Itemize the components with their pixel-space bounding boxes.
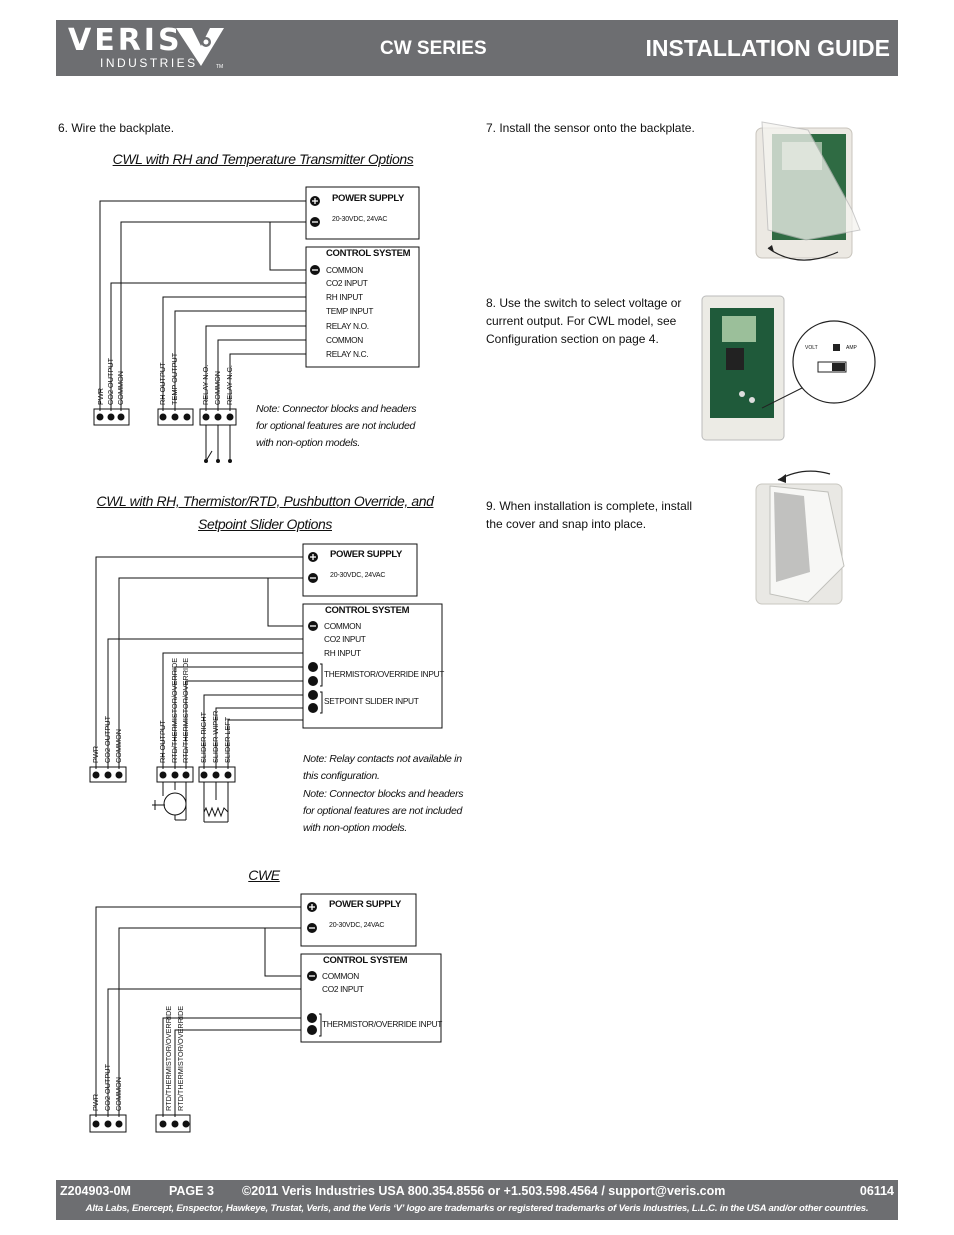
- logo-trademark: TM: [216, 64, 224, 70]
- d1-power-supply-label: POWER SUPPLY: [332, 193, 405, 204]
- diagram-2-title-line-2: Setpoint Slider Options: [198, 516, 332, 532]
- d2-term-a3: COMMON: [114, 729, 149, 771]
- d2-term-rh-output: RH OUTPUT: [158, 720, 167, 763]
- switch-volt-label: VOLT: [805, 345, 818, 351]
- d1-term-a: PWR: [96, 388, 105, 406]
- d2-note-1: Note: Relay contacts not available in th…: [303, 753, 462, 782]
- d3-power-supply-label: POWER SUPPLY: [329, 899, 402, 910]
- logo-subtitle: INDUSTRIES: [100, 56, 198, 70]
- diagram-1-title: CWL with RH and Temperature Transmitter …: [112, 151, 414, 167]
- d1-supply-voltage: 20-30VDC, 24VAC: [332, 216, 388, 223]
- cover-install-photo: [755, 470, 845, 605]
- footer-trademark: Alta Labs, Enercept, Enspector, Hawkeye,…: [85, 1203, 869, 1214]
- sensor-install-photo: [755, 121, 861, 261]
- d3-input-common: COMMON: [322, 971, 359, 981]
- d1-input-co2: CO2 INPUT: [326, 278, 368, 288]
- d1-control-system-label: CONTROL SYSTEM: [326, 248, 411, 259]
- d3-input-thermistor: THERMISTOR/OVERRIDE INPUT: [322, 1019, 443, 1029]
- d3-supply-voltage: 20-30VDC, 24VAC: [329, 922, 385, 929]
- d2-term-slider-wiper: SLIDER WIPER: [211, 710, 220, 763]
- d1-note: Note: Connector blocks and headers for o…: [256, 403, 417, 449]
- diagram-3-title: CWE: [248, 867, 280, 883]
- switch-photo: [701, 295, 876, 441]
- d1-input-relay-no: RELAY N.O.: [326, 321, 369, 331]
- d2-input-setpoint: SETPOINT SLIDER INPUT: [324, 696, 419, 706]
- page-title: INSTALLATION GUIDE: [645, 35, 890, 61]
- diagram-2-title-line-1: CWL with RH, Thermistor/RTD, Pushbutton …: [96, 493, 434, 509]
- d2-term-common: COMMON: [114, 728, 123, 763]
- d1-term-co2-output: CO2 OUTPUT: [106, 357, 115, 405]
- d3-term-a3: COMMON: [114, 1077, 149, 1119]
- d1-input-temp: TEMP INPUT: [326, 306, 374, 316]
- d2-input-common: COMMON: [324, 621, 361, 631]
- footer-doc-id: Z204903-0M: [60, 1184, 131, 1198]
- d1-input-common-2: COMMON: [326, 335, 363, 345]
- d1-term-a3: COMMON: [116, 371, 151, 413]
- switch-amp-label: AMP: [846, 345, 857, 351]
- d3-term-common: COMMON: [114, 1076, 123, 1111]
- footer-page: PAGE 3: [169, 1184, 214, 1198]
- d1-term-relay-common: COMMON: [213, 370, 222, 405]
- d1-term-common: COMMON: [116, 370, 125, 405]
- d3-term-rtd-2: RTD/THERMISTOR/OVERRIDE: [176, 1005, 185, 1111]
- d1-input-common: COMMON: [326, 265, 363, 275]
- d1-term-pwr: PWR: [96, 387, 105, 405]
- d2-input-rh: RH INPUT: [324, 648, 361, 658]
- step-8-text: 8. Use the switch to select voltage or c…: [486, 296, 682, 346]
- series-label: CW SERIES: [380, 38, 487, 59]
- d3-term-pwr: PWR: [91, 1093, 100, 1111]
- d2-term-slider-right: SLIDER RIGHT: [199, 711, 208, 763]
- d2-term-co2-output: CO2 OUTPUT: [103, 715, 112, 763]
- d3-term-rtd-1: RTD/THERMISTOR/OVERRIDE: [164, 1005, 173, 1111]
- d1-input-rh: RH INPUT: [326, 292, 363, 302]
- d3-input-co2: CO2 INPUT: [322, 984, 364, 994]
- page-header: VERIS INDUSTRIES TM CW SERIES INSTALLATI…: [56, 20, 898, 76]
- logo-wordmark: VERIS: [68, 23, 183, 58]
- page-footer: Z204903-0M PAGE 3 ©2011 Veris Industries…: [56, 1180, 898, 1220]
- d1-term-relay-no: RELAY N.O.: [201, 364, 210, 405]
- d1-term-temp-output: TEMP OUTPUT: [170, 352, 179, 405]
- d3-control-system-label: CONTROL SYSTEM: [323, 955, 408, 966]
- d2-term-rtd-1: RTD/THERMISTOR/OVERRIDE: [170, 657, 179, 763]
- footer-code: 06114: [859, 1184, 894, 1198]
- step-9-text: 9. When installation is complete, instal…: [486, 499, 693, 531]
- step-6-text: 6. Wire the backplate.: [58, 121, 175, 135]
- d2-note-2: Note: Connector blocks and headers for o…: [303, 788, 464, 834]
- d2-power-supply-label: POWER SUPPLY: [330, 549, 403, 560]
- d3-term-b2: RTD/THERMISTOR/OVERRIDE: [176, 1006, 282, 1119]
- d2-term-pwr: PWR: [91, 745, 100, 763]
- step-7-text: 7. Install the sensor onto the backplate…: [486, 121, 695, 135]
- d1-term-rh-output: RH OUTPUT: [158, 362, 167, 405]
- d2-control-system-label: CONTROL SYSTEM: [325, 605, 410, 616]
- d2-input-thermistor: THERMISTOR/OVERRIDE INPUT: [324, 669, 445, 679]
- d2-input-co2: CO2 INPUT: [324, 634, 366, 644]
- d2-supply-voltage: 20-30VDC, 24VAC: [330, 572, 386, 579]
- d2-term-rtd-2: RTD/THERMISTOR/OVERRIDE: [181, 657, 190, 763]
- d1-input-relay-nc: RELAY N.C.: [326, 349, 369, 359]
- veris-v-logo-icon: [176, 28, 224, 66]
- footer-contact: ©2011 Veris Industries USA 800.354.8556 …: [242, 1184, 726, 1198]
- d3-term-co2-output: CO2 OUTPUT: [103, 1063, 112, 1111]
- d2-term-c3: SLIDER LEFT: [223, 717, 270, 771]
- d2-term-slider-left: SLIDER LEFT: [223, 716, 232, 763]
- d1-term-relay-nc: RELAY N.C.: [225, 365, 234, 405]
